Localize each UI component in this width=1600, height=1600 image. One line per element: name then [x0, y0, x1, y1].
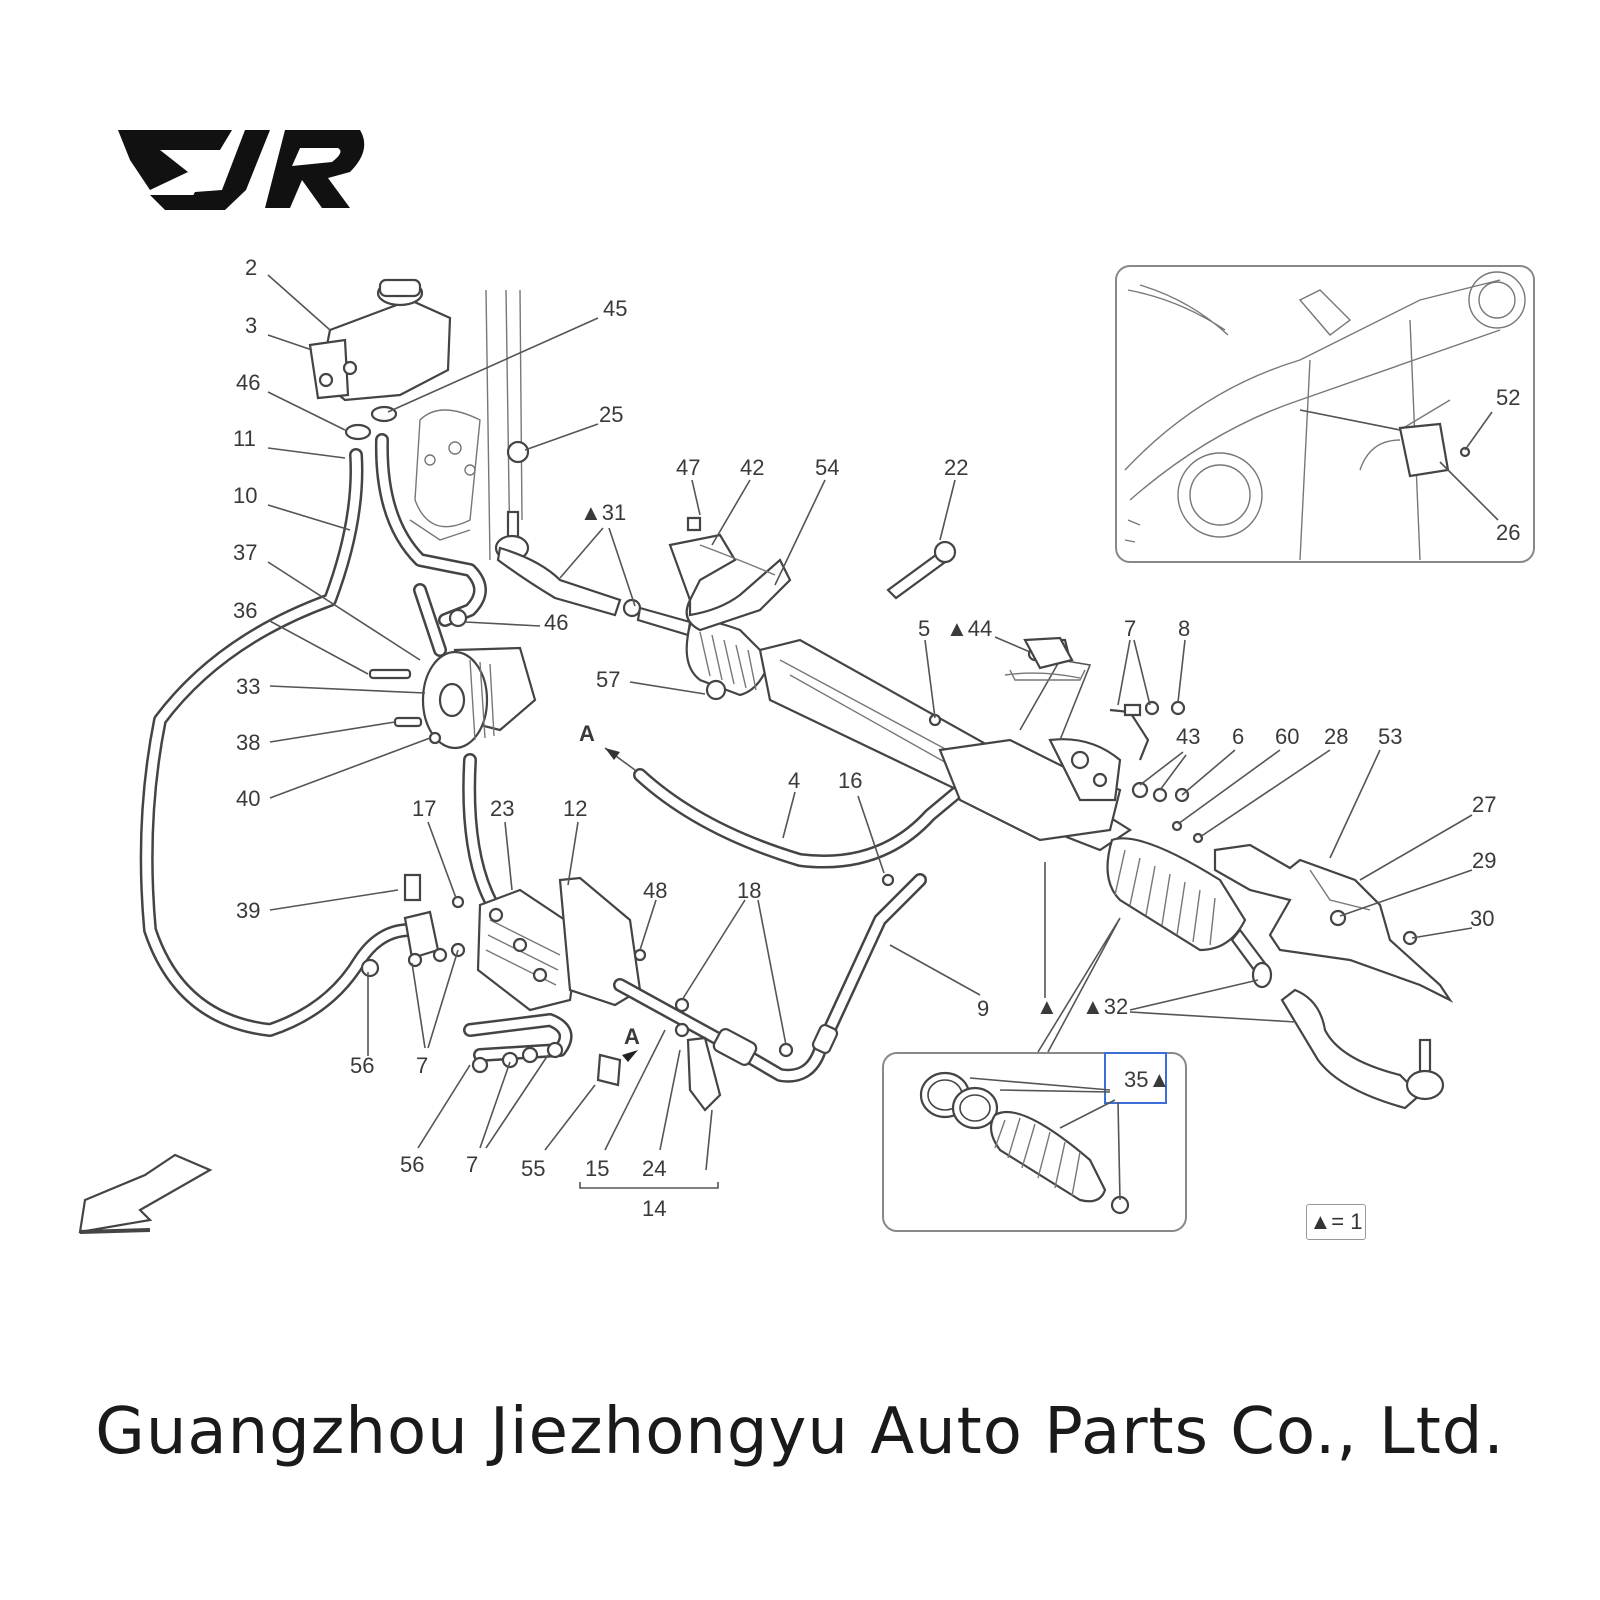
- callout-43: 43: [1176, 724, 1200, 749]
- callout-25: 25: [599, 402, 623, 427]
- callout-3: 3: [245, 313, 257, 338]
- company-logo: [118, 130, 365, 210]
- callout-6: 6: [1232, 724, 1244, 749]
- callout-7-left: 7: [416, 1053, 428, 1078]
- callout-14: 14: [642, 1196, 666, 1221]
- callout-35: 35▲: [1124, 1067, 1170, 1092]
- callout-15: 15: [585, 1156, 609, 1181]
- callout-30: 30: [1470, 906, 1494, 931]
- callout-10: 10: [233, 483, 257, 508]
- callout-7-bottom: 7: [466, 1152, 478, 1177]
- callout-47: 47: [676, 455, 700, 480]
- steering-rack: [636, 606, 1273, 989]
- right-tie-rod-end: [1280, 988, 1445, 1110]
- callout-26: 26: [1496, 520, 1520, 545]
- lower-lines-left: [360, 873, 622, 1087]
- car-location-inset: [1115, 265, 1535, 563]
- callout-4: 4: [788, 768, 800, 793]
- valve-assembly: [1009, 636, 1086, 681]
- heat-shield: [1213, 843, 1454, 1003]
- callout-18: 18: [737, 878, 761, 903]
- reservoir-hoses: [139, 433, 487, 1037]
- callout-38: 38: [236, 730, 260, 755]
- callout-55: 55: [521, 1156, 545, 1181]
- callout-9: 9: [977, 996, 989, 1021]
- callout-57: 57: [596, 667, 620, 692]
- callout-40: 40: [236, 786, 260, 811]
- callout-5: 5: [918, 616, 930, 641]
- callout-45: 45: [603, 296, 627, 321]
- fluid-reservoir: [308, 278, 452, 441]
- power-steering-pump: [421, 646, 537, 907]
- direction-arrow-icon: [78, 1153, 213, 1234]
- callout-16: 16: [838, 768, 862, 793]
- callout-46b: 46: [544, 610, 568, 635]
- view-marker-a-1: A: [579, 721, 595, 746]
- callout-52: 52: [1496, 385, 1520, 410]
- callout-triangle: ▲: [1036, 994, 1058, 1019]
- oil-cooler: [476, 876, 642, 1012]
- callout-42: 42: [740, 455, 764, 480]
- callout-12: 12: [563, 796, 587, 821]
- callout-36: 36: [233, 598, 257, 623]
- callout-32: ▲32: [1082, 994, 1128, 1019]
- callout-24: 24: [642, 1156, 666, 1181]
- callout-31: ▲31: [580, 500, 626, 525]
- callout-27: 27: [1472, 792, 1496, 817]
- callout-17: 17: [412, 796, 436, 821]
- leader-lines: [267, 274, 1499, 1201]
- callout-56-top: 56: [350, 1053, 374, 1078]
- callout-7-top: 7: [1124, 616, 1136, 641]
- callout-33: 33: [236, 674, 260, 699]
- callout-28: 28: [1324, 724, 1348, 749]
- pressure-line: [613, 873, 927, 1112]
- boot-kit-inset: [882, 1052, 1187, 1232]
- callout-2: 2: [245, 255, 257, 280]
- callout-44: ▲44: [946, 616, 992, 641]
- callout-54: 54: [815, 455, 839, 480]
- view-marker-a-2: A: [624, 1024, 640, 1049]
- callout-56-bottom: 56: [400, 1152, 424, 1177]
- callout-60: 60: [1275, 724, 1299, 749]
- callout-8: 8: [1178, 616, 1190, 641]
- rack-bracket: [668, 533, 792, 632]
- callout-29: 29: [1472, 848, 1496, 873]
- callout-23: 23: [490, 796, 514, 821]
- body-frame-sketch: [409, 289, 523, 561]
- legend-box: ▲= 1: [1306, 1204, 1366, 1240]
- callout-48: 48: [643, 878, 667, 903]
- callout-39: 39: [236, 898, 260, 923]
- callout-labels: 2 3 46 11 10 37 36 33 38 40 39 45 25 46 …: [233, 255, 1520, 1221]
- return-line: [604, 747, 967, 869]
- callout-22: 22: [944, 455, 968, 480]
- callout-46: 46: [236, 370, 260, 395]
- left-tie-rod-end: [494, 510, 642, 618]
- company-name: Guangzhou Jiezhongyu Auto Parts Co., Ltd…: [95, 1395, 1505, 1469]
- callout-53: 53: [1378, 724, 1402, 749]
- callout-11: 11: [233, 426, 256, 451]
- callout-37: 37: [233, 540, 257, 565]
